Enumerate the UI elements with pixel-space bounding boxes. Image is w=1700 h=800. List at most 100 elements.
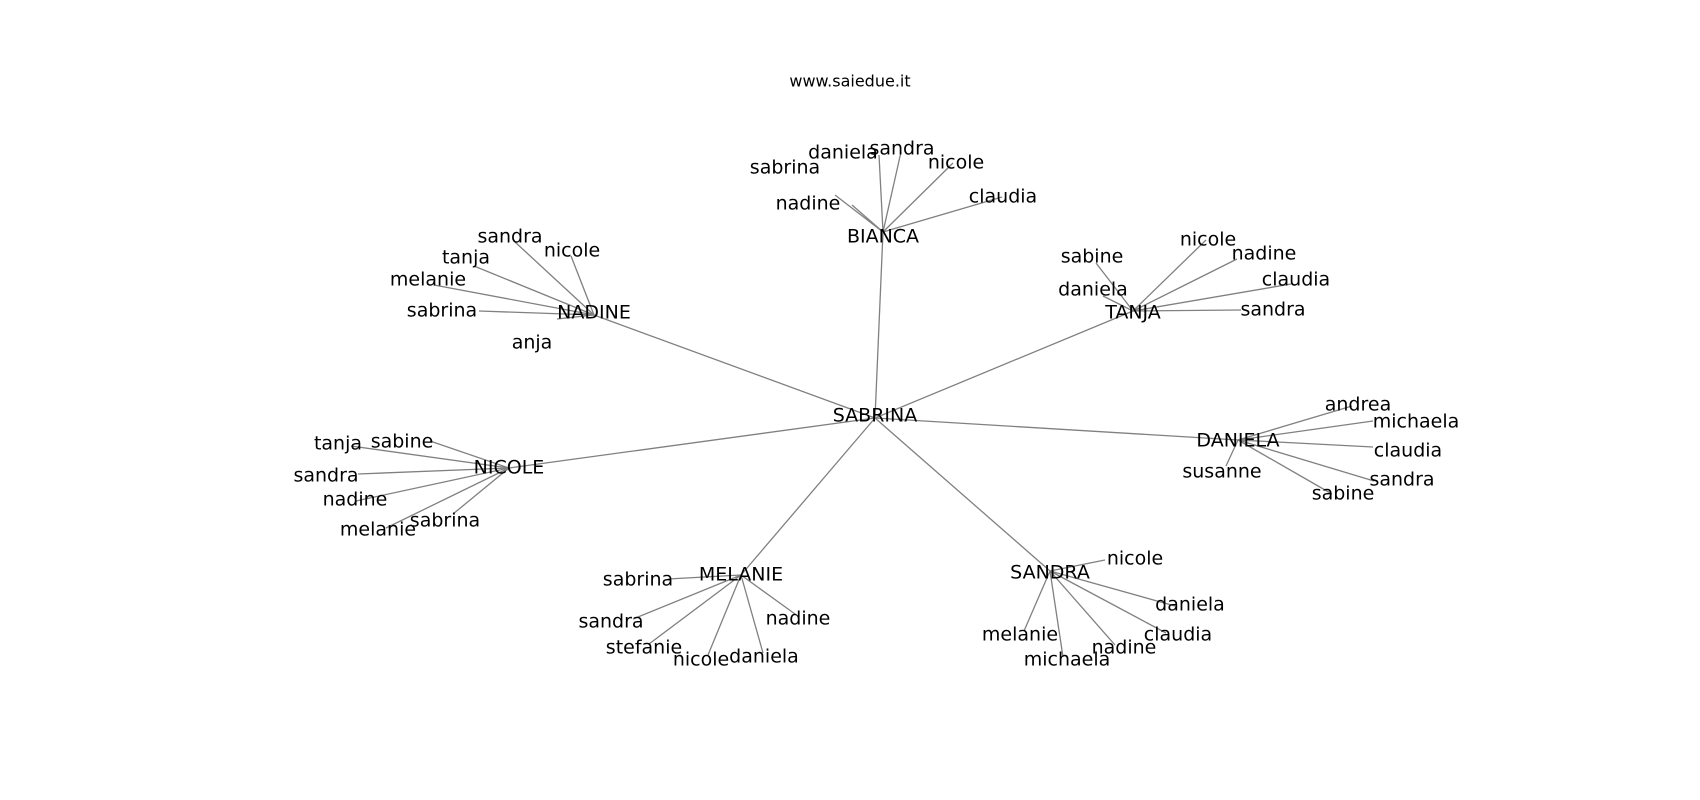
edge-daniela-sabine bbox=[1237, 439, 1333, 495]
node-leaf-tanja-nadine: nadine bbox=[1232, 243, 1297, 265]
node-leaf-daniela-andrea: andrea bbox=[1325, 394, 1391, 416]
edge-tanja-sandra bbox=[1132, 309, 1242, 312]
edge-melanie-sandra bbox=[632, 574, 742, 620]
node-leaf-melanie-sabrina: sabrina bbox=[603, 569, 673, 591]
node-leaf-bianca-sabrina: sabrina bbox=[750, 157, 820, 179]
node-leaf-melanie-nadine: nadine bbox=[766, 608, 831, 630]
node-leaf-bianca-nicole: nicole bbox=[928, 152, 984, 174]
edge-nadine-anja bbox=[556, 314, 595, 320]
edge-nadine-tanja bbox=[473, 265, 595, 316]
node-leaf-nicole-nadine: nadine bbox=[323, 489, 388, 511]
node-leaf-tanja-sandra: sandra bbox=[1240, 299, 1305, 321]
node-leaf-sandra-claudia: claudia bbox=[1144, 624, 1212, 646]
edge-root-sandra bbox=[874, 417, 1051, 572]
node-leaf-nicole-sabrina: sabrina bbox=[410, 510, 480, 532]
edge-sandra-claudia bbox=[1049, 570, 1167, 634]
node-leaf-melanie-stefanie: stefanie bbox=[606, 637, 682, 659]
node-leaf-tanja-claudia: claudia bbox=[1262, 269, 1330, 291]
node-hub-nadine: NADINE bbox=[557, 302, 631, 324]
edge-daniela-claudia bbox=[1237, 439, 1374, 448]
edge-daniela-sandra bbox=[1237, 439, 1375, 482]
source-caption: www.saiedue.it bbox=[789, 72, 910, 91]
node-leaf-daniela-michaela: michaela bbox=[1373, 411, 1460, 433]
edge-melanie-sabrina bbox=[667, 574, 742, 580]
edge-melanie-daniela bbox=[740, 574, 764, 654]
edge-nadine-sandra bbox=[514, 241, 595, 316]
edge-nicole-melanie bbox=[385, 467, 510, 529]
node-hub-melanie: MELANIE bbox=[699, 564, 783, 586]
node-hub-nicole: NICOLE bbox=[474, 457, 545, 479]
node-leaf-bianca-nadine: nadine bbox=[776, 193, 841, 215]
node-leaf-tanja-daniela: daniela bbox=[1058, 279, 1128, 301]
node-leaf-sandra-nicole: nicole bbox=[1107, 548, 1163, 570]
node-leaf-melanie-daniela: daniela bbox=[729, 646, 799, 668]
node-leaf-sandra-michaela: michaela bbox=[1024, 649, 1111, 671]
edge-daniela-michaela bbox=[1237, 420, 1374, 441]
node-leaf-nadine-sandra: sandra bbox=[477, 226, 542, 248]
edge-nadine-sabrina bbox=[478, 310, 595, 316]
node-leaf-sandra-nadine: nadine bbox=[1092, 637, 1157, 659]
edge-root-tanja bbox=[874, 310, 1134, 419]
edge-bianca-sandra bbox=[882, 151, 902, 233]
node-hub-bianca: BIANCA bbox=[847, 226, 919, 248]
node-leaf-nadine-anja: anja bbox=[512, 332, 553, 354]
edge-root-melanie bbox=[740, 417, 876, 576]
edge-daniela-susanne bbox=[1225, 439, 1239, 467]
node-root: SABRINA bbox=[833, 405, 917, 427]
edge-tanja-nicole bbox=[1132, 239, 1207, 312]
node-leaf-tanja-sabine: sabine bbox=[1061, 246, 1124, 268]
labels-layer: SABRINABIANCAsabrinadanielasandranicolec… bbox=[293, 138, 1459, 671]
edge-bianca-claudia bbox=[882, 196, 1003, 233]
node-leaf-nicole-tanja: tanja bbox=[314, 433, 362, 455]
edge-nicole-tanja bbox=[350, 445, 510, 469]
edges-layer bbox=[350, 151, 1375, 658]
edge-tanja-daniela bbox=[1102, 295, 1134, 312]
edge-nicole-sabine bbox=[429, 440, 510, 469]
node-hub-tanja: TANJA bbox=[1104, 302, 1161, 324]
edge-melanie-nicole bbox=[707, 574, 742, 656]
edge-sandra-daniela bbox=[1049, 570, 1176, 607]
node-leaf-nadine-tanja: tanja bbox=[442, 247, 490, 269]
edge-bianca-nadine bbox=[851, 204, 884, 233]
edge-melanie-nadine bbox=[740, 574, 796, 615]
node-hub-sandra: SANDRA bbox=[1010, 562, 1090, 584]
node-leaf-bianca-daniela: daniela bbox=[808, 142, 878, 164]
edge-bianca-nicole bbox=[882, 162, 954, 233]
node-leaf-daniela-sandra: sandra bbox=[1369, 469, 1434, 491]
edge-tanja-sabine bbox=[1095, 262, 1134, 312]
node-leaf-bianca-sandra: sandra bbox=[869, 138, 934, 160]
node-leaf-melanie-nicole: nicole bbox=[673, 649, 729, 671]
edge-root-nicole bbox=[508, 417, 876, 469]
node-leaf-nicole-sandra: sandra bbox=[293, 465, 358, 487]
node-leaf-daniela-claudia: claudia bbox=[1374, 440, 1442, 462]
node-leaf-tanja-nicole: nicole bbox=[1180, 229, 1236, 251]
node-leaf-sandra-melanie: melanie bbox=[982, 624, 1058, 646]
edge-nadine-nicole bbox=[570, 255, 595, 316]
edge-root-bianca bbox=[874, 231, 884, 419]
edge-nadine-melanie bbox=[433, 284, 595, 316]
node-leaf-daniela-susanne: susanne bbox=[1182, 461, 1261, 483]
node-hub-daniela: DANIELA bbox=[1196, 430, 1279, 452]
edge-sandra-nicole bbox=[1049, 559, 1106, 572]
node-leaf-bianca-claudia: claudia bbox=[969, 186, 1037, 208]
edge-tanja-claudia bbox=[1132, 283, 1292, 312]
node-leaf-nadine-nicole: nicole bbox=[544, 240, 600, 262]
edge-sandra-michaela bbox=[1049, 570, 1064, 658]
edge-daniela-andrea bbox=[1237, 405, 1353, 441]
edge-root-nadine bbox=[593, 314, 876, 419]
node-leaf-nadine-melanie: melanie bbox=[390, 269, 466, 291]
node-leaf-daniela-sabine: sabine bbox=[1312, 483, 1375, 505]
node-leaf-nicole-melanie: melanie bbox=[340, 519, 416, 541]
edge-nicole-sandra bbox=[357, 467, 510, 475]
edge-tanja-nadine bbox=[1132, 258, 1238, 312]
edge-melanie-stefanie bbox=[648, 574, 742, 645]
node-leaf-nicole-sabine: sabine bbox=[371, 431, 434, 453]
edge-sandra-melanie bbox=[1023, 570, 1051, 632]
edge-bianca-daniela bbox=[878, 154, 884, 233]
node-leaf-sandra-daniela: daniela bbox=[1155, 594, 1225, 616]
edge-nicole-nadine bbox=[355, 467, 510, 502]
node-leaf-nadine-sabrina: sabrina bbox=[407, 300, 477, 322]
node-leaf-melanie-sandra: sandra bbox=[578, 611, 643, 633]
edge-root-daniela bbox=[874, 417, 1239, 441]
